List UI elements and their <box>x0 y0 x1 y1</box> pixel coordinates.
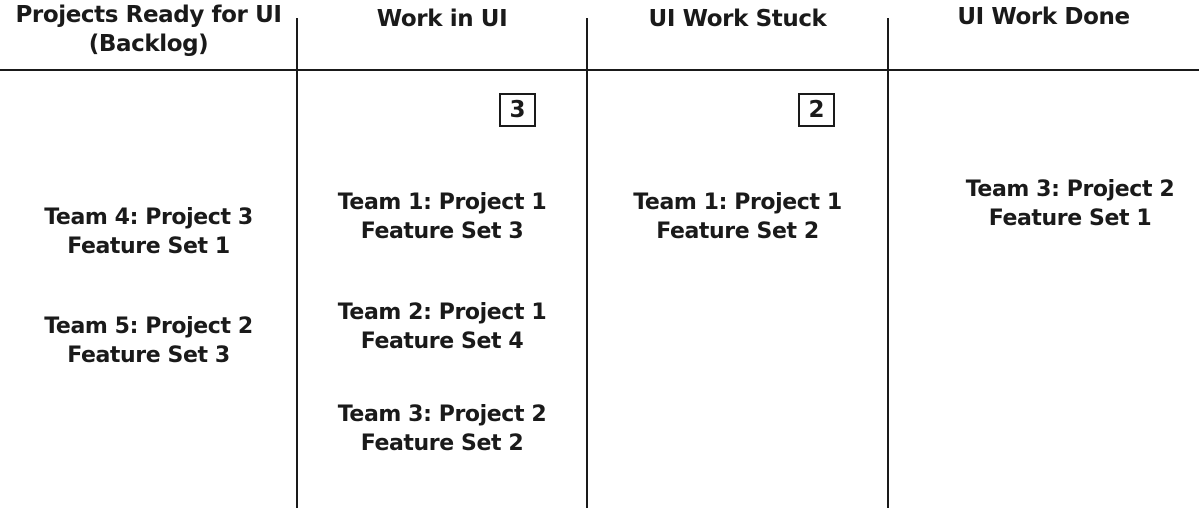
card-line-2: Feature Set 1 <box>988 206 1152 231</box>
column-divider-1 <box>296 18 298 508</box>
card-line-1: Team 3: Project 2 <box>965 177 1175 202</box>
column-header-work-in-ui: Work in UI <box>376 6 508 32</box>
card-line-2: Feature Set 4 <box>360 329 524 354</box>
column-header-backlog: Projects Ready for UI (Backlog) <box>0 1 297 59</box>
card-line-2: Feature Set 2 <box>360 431 524 456</box>
card-line-2: Feature Set 3 <box>360 219 524 244</box>
kanban-card: Team 4: Project 3 Feature Set 1 <box>0 203 297 261</box>
column-header-ui-work-stuck: UI Work Stuck <box>648 6 827 32</box>
card-line-1: Team 1: Project 1 <box>633 190 842 215</box>
kanban-card: Team 1: Project 1 Feature Set 3 <box>297 188 587 246</box>
wip-limit-badge-work-in-ui: 3 <box>499 93 536 127</box>
card-line-2: Feature Set 2 <box>656 219 819 244</box>
card-line-1: Team 5: Project 2 <box>44 314 253 339</box>
card-line-1: Team 1: Project 1 <box>337 190 547 215</box>
header-divider-line <box>0 69 1199 71</box>
wip-limit-badge-ui-work-stuck: 2 <box>798 93 835 127</box>
column-header-ui-work-done: UI Work Done <box>957 4 1130 30</box>
column-title: Projects Ready for UI <box>15 2 282 28</box>
card-line-2: Feature Set 1 <box>67 234 230 259</box>
kanban-card: Team 1: Project 1 Feature Set 2 <box>587 188 888 246</box>
card-line-1: Team 4: Project 3 <box>44 205 253 230</box>
kanban-card: Team 5: Project 2 Feature Set 3 <box>0 312 297 370</box>
card-line-2: Feature Set 3 <box>67 343 230 368</box>
kanban-card: Team 3: Project 2 Feature Set 1 <box>940 175 1199 233</box>
column-divider-3 <box>887 18 889 508</box>
kanban-card: Team 2: Project 1 Feature Set 4 <box>297 298 587 356</box>
column-divider-2 <box>586 18 588 508</box>
column-subtitle: (Backlog) <box>88 31 209 57</box>
card-line-1: Team 2: Project 1 <box>337 300 547 325</box>
card-line-1: Team 3: Project 2 <box>337 402 547 427</box>
kanban-card: Team 3: Project 2 Feature Set 2 <box>297 400 587 458</box>
